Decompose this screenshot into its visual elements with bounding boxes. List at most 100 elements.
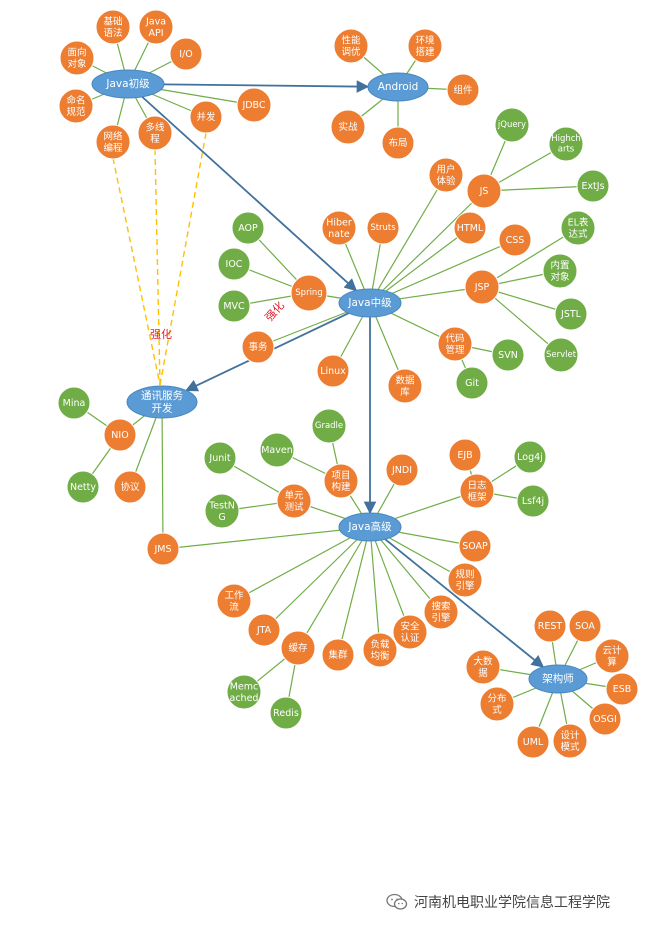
node-shape-lb — [362, 632, 398, 668]
node-shape-basic_syntax — [95, 9, 131, 45]
node-label-slf4j: Lsf4j — [522, 496, 544, 507]
node-label-android: Android — [378, 81, 419, 93]
node-label-comm: 通讯服务开发 — [141, 389, 183, 415]
node-vcs: 代码管理 — [437, 326, 473, 362]
node-shape-netty — [66, 470, 100, 504]
node-label-js: JS — [479, 186, 489, 197]
node-shape-env — [407, 28, 443, 64]
node-shape-mina — [57, 386, 91, 420]
node-search: 搜索引擎 — [423, 594, 459, 630]
footer-text: 河南机电职业学院信息工程学院 — [414, 895, 610, 911]
node-html: HTML — [453, 211, 487, 245]
dashed-link-1 — [112, 157, 161, 386]
node-soa: SOA — [568, 609, 602, 643]
node-shape-oop — [59, 40, 95, 76]
node-shape-js — [466, 173, 502, 209]
node-label-struts: Struts — [370, 223, 396, 233]
node-shape-java_adv — [338, 512, 402, 542]
edge-java_adv-cache — [297, 526, 371, 649]
node-shape-jms — [146, 532, 180, 566]
node-label-naming: 命名规范 — [66, 94, 86, 118]
node-shape-component — [446, 73, 480, 107]
node-label-netty: Netty — [70, 482, 96, 493]
node-label-esb: ESB — [613, 684, 632, 695]
node-shape-ejb — [448, 438, 482, 472]
node-soap: SOAP — [458, 529, 492, 563]
node-shape-practice — [330, 109, 366, 145]
node-spring: Spring — [290, 274, 328, 312]
node-label-unittest: 单元测试 — [284, 489, 304, 513]
node-label-builtin: 内置对象 — [550, 259, 570, 283]
wechat-icon — [386, 893, 408, 910]
node-shape-ioc — [217, 247, 251, 281]
node-label-soa: SOA — [575, 621, 595, 632]
node-label-cache: 缓存 — [288, 642, 308, 654]
strengthen-label-2: 强化 — [262, 298, 287, 324]
node-shape-ux — [428, 157, 464, 193]
node-cloud: 云计算 — [594, 638, 630, 674]
node-shape-testng — [204, 493, 240, 529]
node-logfw: 日志框架 — [459, 473, 495, 509]
node-android: Android — [367, 72, 429, 102]
edge-jsp-el — [481, 227, 579, 288]
node-shape-struts — [366, 211, 400, 245]
node-jdbc: JDBC — [236, 87, 272, 123]
edge-java_adv-jta — [263, 526, 371, 631]
node-label-html: HTML — [457, 223, 484, 234]
node-multithread: 多线程 — [137, 115, 173, 151]
node-basic_syntax: 基础语法 — [95, 9, 131, 45]
node-label-build: 项目构建 — [331, 470, 351, 493]
node-label-database: 数据库 — [395, 374, 415, 398]
node-shape-workflow — [216, 583, 252, 619]
edge-java_adv-lb — [369, 526, 381, 651]
node-distributed: 分布式 — [479, 686, 515, 722]
node-label-spring: Spring — [295, 288, 322, 298]
node-label-linux: Linux — [320, 366, 346, 377]
footer: 河南机电职业学院信息工程学院 — [386, 888, 610, 916]
node-java_adv: Java高级 — [338, 512, 402, 542]
node-shape-jdbc — [236, 87, 272, 123]
node-label-practice: 实战 — [338, 121, 358, 133]
node-shape-junit — [203, 441, 237, 475]
edge-java_mid-css — [369, 239, 516, 304]
node-shape-design — [552, 723, 588, 759]
node-label-ejb: EJB — [457, 450, 472, 461]
node-shape-security — [392, 614, 428, 650]
node-shape-cluster — [321, 638, 355, 672]
node-linux: Linux — [316, 354, 350, 388]
node-css: CSS — [498, 223, 532, 257]
node-el: EL表达式 — [560, 210, 596, 246]
node-label-rest: REST — [538, 621, 563, 632]
node-label-log4j: Log4j — [517, 452, 543, 463]
node-label-network: 网络编程 — [103, 130, 123, 154]
node-shape-vcs — [437, 326, 473, 362]
node-shape-esb — [605, 672, 639, 706]
node-shape-el — [560, 210, 596, 246]
node-servlet: Servlet — [543, 337, 579, 373]
node-git: Git — [455, 366, 489, 400]
dashed-link-2 — [154, 148, 161, 386]
node-shape-extjs — [576, 169, 610, 203]
node-shape-svn — [491, 338, 525, 372]
node-label-cloud: 云计算 — [602, 644, 622, 668]
node-shape-comm — [126, 385, 198, 419]
node-shape-redis — [269, 696, 303, 730]
node-slf4j: Lsf4j — [516, 484, 550, 518]
edge-java_mid-ux — [369, 174, 447, 304]
node-label-css: CSS — [506, 235, 525, 246]
node-extjs: ExtJs — [576, 169, 610, 203]
node-shape-rest — [533, 609, 567, 643]
node-shape-highcharts — [548, 126, 584, 162]
node-label-architect: 架构师 — [542, 672, 574, 685]
node-shape-database — [387, 368, 423, 404]
edge-java_adv-search — [369, 526, 442, 613]
node-esb: ESB — [605, 672, 639, 706]
node-redis: Redis — [269, 696, 303, 730]
node-shape-layout — [381, 126, 415, 160]
node-label-mina: Mina — [63, 398, 86, 409]
node-shape-log4j — [513, 440, 547, 474]
